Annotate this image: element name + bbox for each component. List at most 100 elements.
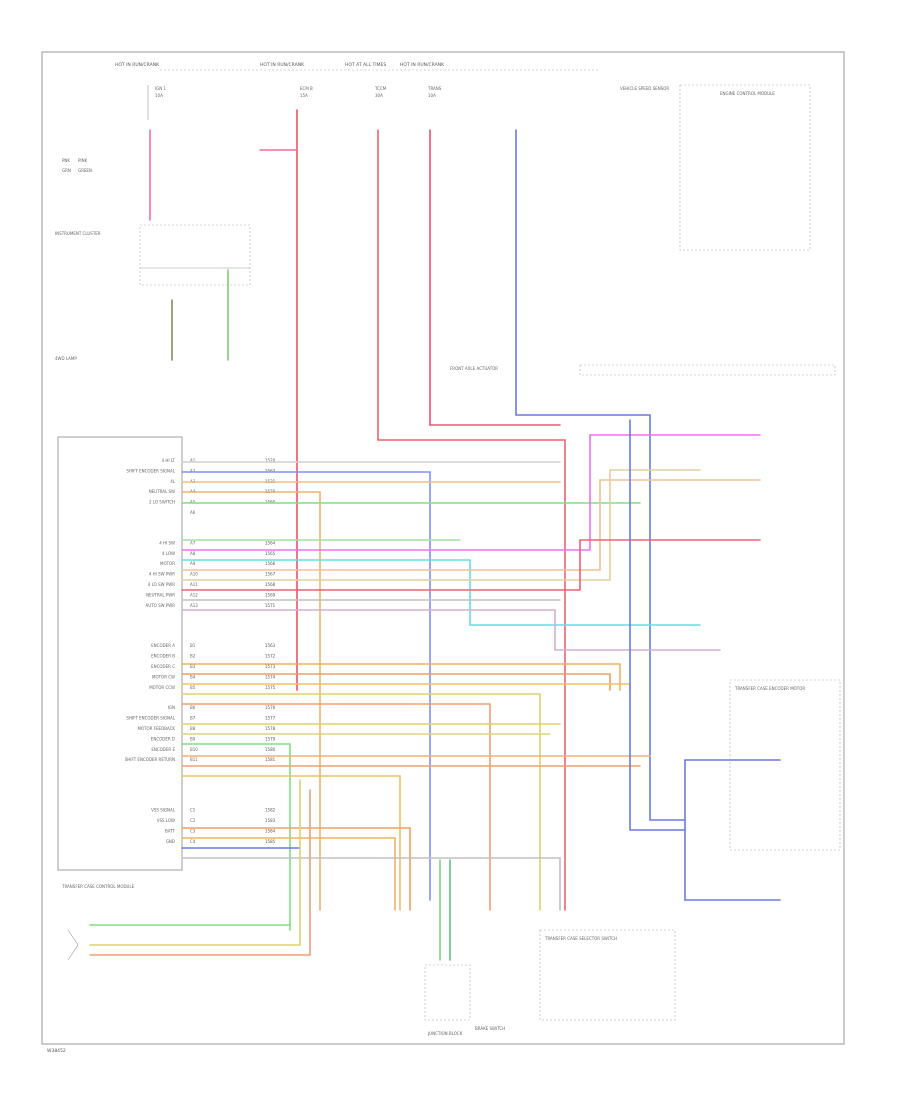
tccm-pin-number: A9 (190, 561, 196, 566)
tccm-pin-label: IGN (168, 705, 175, 710)
tccm-circuit-code: 1571 (265, 603, 276, 608)
wire-group (89, 109, 781, 961)
tccm-pin-number: B1 (190, 643, 196, 648)
tccm-pin-label: ENCODER B (151, 654, 175, 659)
svg-text:BRAKE SWITCH: BRAKE SWITCH (475, 1026, 505, 1031)
tccm-pin-number: C3 (190, 828, 196, 833)
tccm-pin-number: A13 (190, 603, 198, 608)
tccm-pin-label: ENCODER C (151, 664, 175, 669)
tccm-pin-label: BATT (165, 828, 176, 833)
right-components: ENGINE CONTROL MODULE VEHICLE SPEED SENS… (450, 84, 841, 851)
svg-text:15A: 15A (300, 93, 308, 98)
tccm-pin-number: C2 (190, 818, 196, 823)
tccm-circuit-code: 1581 (265, 757, 276, 762)
tccm-circuit-code: 1580 (265, 747, 276, 752)
tccm-pin-number: C4 (190, 839, 196, 844)
svg-text:TCCM: TCCM (374, 86, 387, 91)
tccm-pin-label: MOTOR CW (152, 674, 175, 679)
fuse-1: IGN 1 10A (147, 85, 167, 120)
tccm-pin-label: 4 HI LT (162, 458, 176, 463)
tccm-pin-label: ENCODER E (151, 747, 175, 752)
tccm-circuit-code: 1573 (265, 664, 276, 669)
fuse-2: ECM B 15A (300, 86, 313, 98)
svg-text:TRANSFER CASE CONTROL MODULE: TRANSFER CASE CONTROL MODULE (61, 884, 135, 889)
wire-red-3 (377, 129, 566, 911)
tccm-circuit-code: 1583 (265, 818, 276, 823)
tccm-circuit-code: 1578 (265, 726, 276, 731)
svg-text:GRN: GRN (62, 168, 71, 173)
svg-text:4WD LAMP: 4WD LAMP (55, 356, 77, 361)
fuse-label-4: HOT IN RUN/CRANK (400, 62, 445, 68)
tccm-pin-label: SHIFT ENCODER SIGNAL (126, 716, 175, 721)
tccm-circuit-code: 1567 (265, 572, 276, 577)
tccm-circuit-code: 1575 (265, 685, 276, 690)
tccm-pin-label: 4 HI SW PWR (149, 572, 175, 577)
tccm-circuit-code: 1566 (265, 561, 276, 566)
tccm-pin-number: C1 (190, 808, 196, 813)
fuse-label-2: HOT IN RUN/CRANK (260, 62, 305, 68)
tccm-pin-number: A1 (190, 458, 196, 463)
fuse-label-3: HOT AT ALL TIMES (345, 62, 386, 68)
tccm-pin-number: B3 (190, 664, 196, 669)
wire-red-4 (429, 129, 561, 426)
tccm-pin-label: ENCODER A (151, 643, 175, 648)
tccm-pin-number: B2 (190, 654, 196, 659)
tccm-pin-number: B8 (190, 726, 196, 731)
tccm-pin-number: B4 (190, 674, 196, 679)
tccm-pin-number: A10 (190, 572, 198, 577)
tccm-pin-label: MOTOR FEEDBACK (137, 726, 175, 731)
tccm-circuit-code: 1560 (265, 500, 276, 505)
tccm-pin-number: A11 (190, 582, 198, 587)
tccm-pin-number: B5 (190, 685, 196, 690)
tccm-pin-number: A2 (190, 468, 196, 473)
tccm-circuit-code: 1574 (265, 674, 276, 679)
fuse-3: TCCM 30A (374, 86, 387, 98)
tccm-pin-label: MOTOR (160, 561, 175, 566)
tccm-pin-label: NEUTRAL PWR (146, 592, 175, 597)
svg-text:10A: 10A (155, 93, 163, 98)
svg-text:ENGINE CONTROL MODULE: ENGINE CONTROL MODULE (720, 91, 775, 96)
tccm-pin-label: SHIFT ENCODER SIGNAL (126, 468, 175, 473)
tccm-circuit-code: 1579 (265, 736, 276, 741)
svg-text:PNK: PNK (62, 158, 70, 163)
fuse-label-1: HOT IN RUN/CRANK (115, 62, 160, 68)
tccm-pin-number: A6 (190, 510, 196, 515)
svg-text:TRANSFER CASE SELECTOR SWITCH: TRANSFER CASE SELECTOR SWITCH (544, 936, 617, 941)
svg-text:INSTRUMENT CLUSTER: INSTRUMENT CLUSTER (55, 231, 101, 236)
tccm-pin-number: B7 (190, 716, 196, 721)
tccm-circuit-code: 1577 (265, 716, 276, 721)
tccm-circuit-code: 1563 (265, 643, 276, 648)
tccm-pin-label: 4 HI SW (159, 540, 175, 545)
svg-text:30A: 30A (375, 93, 383, 98)
tccm-circuit-code: 1520 (265, 458, 276, 463)
svg-text:10A: 10A (428, 93, 436, 98)
tccm-circuit-code: 1585 (265, 839, 276, 844)
tccm-pin-label: ENCODER D (151, 736, 175, 741)
tccm-pin-number: A7 (190, 540, 196, 545)
tccm-circuit-code: 1584 (265, 828, 276, 833)
tccm-circuit-code: 1568 (265, 582, 276, 587)
instrument-cluster: INSTRUMENT CLUSTER 4WD LAMP (55, 224, 251, 361)
footer-ref: W38452 (47, 1048, 66, 1054)
svg-text:TRANSFER CASE ENCODER MOTOR: TRANSFER CASE ENCODER MOTOR (734, 686, 805, 691)
fuse-4: TRANS 10A (427, 86, 442, 98)
svg-text:JUNCTION BLOCK: JUNCTION BLOCK (427, 1031, 463, 1036)
tccm-pin-label: 4L (170, 479, 176, 484)
tccm-pin-number: B11 (190, 757, 198, 762)
top-power-bus: HOT IN RUN/CRANK HOT IN RUN/CRANK HOT AT… (115, 62, 600, 71)
tccm-pin-label: VSS LOW (157, 818, 175, 823)
tccm-box: TRANSFER CASE CONTROL MODULE (57, 436, 183, 889)
diagram-frame (41, 51, 845, 1045)
tccm-pin-number: B9 (190, 736, 196, 741)
tccm-pin-label: 4 LO SW PWR (148, 582, 175, 587)
legend: PNK PINK GRN GREEN (62, 158, 92, 173)
tccm-circuit-code: 1582 (265, 808, 276, 813)
tccm-pin-label: MOTOR CCW (149, 685, 175, 690)
svg-text:GREEN: GREEN (78, 168, 92, 173)
svg-text:ECM B: ECM B (300, 86, 313, 91)
svg-text:FRONT AXLE ACTUATOR: FRONT AXLE ACTUATOR (450, 366, 498, 371)
tccm-circuit-code: 1576 (265, 705, 276, 710)
